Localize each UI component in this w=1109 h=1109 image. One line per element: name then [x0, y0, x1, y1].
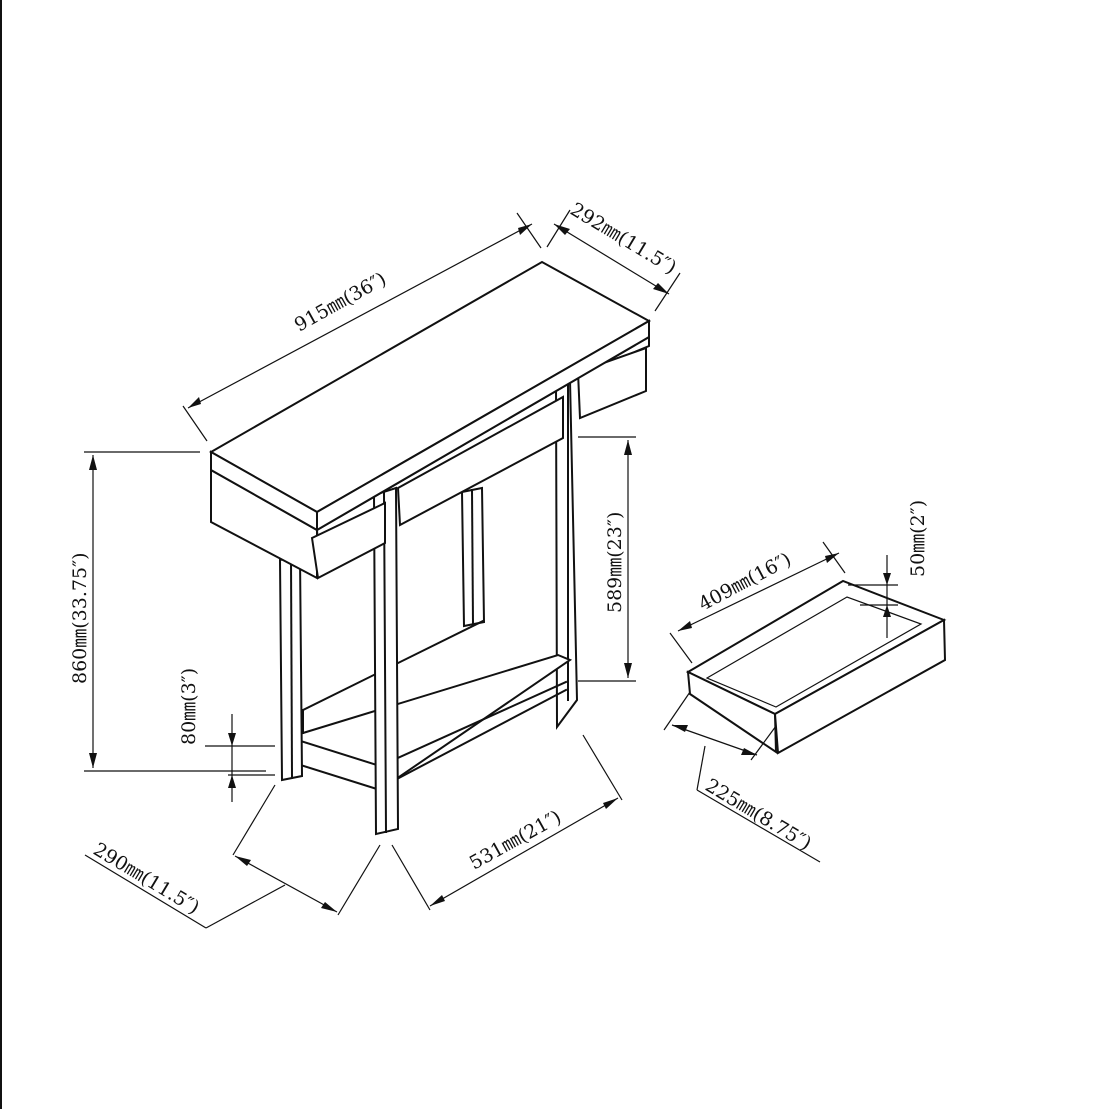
dim-inner-width-label: 531㎜(21″) [466, 806, 565, 874]
drawer [685, 579, 947, 755]
dim-shelf-height-label: 589㎜(23″) [604, 512, 626, 613]
dim-drawer-depth-label: 225㎜(8.75″) [701, 774, 815, 854]
front-right-leg [372, 486, 400, 836]
drawer-front [773, 618, 947, 755]
drawer-center-front [396, 395, 564, 527]
table-top-edge-front [316, 319, 650, 532]
dim-base-depth-label: 290㎜(11.5″) [89, 838, 203, 918]
bottom-shelf [290, 653, 573, 792]
drawer-left-front [310, 501, 386, 580]
dim-height-label: 860㎜(33.75″) [69, 552, 91, 684]
dim-drawer-height-label: 50㎜(2″) [907, 500, 929, 577]
drawer-side [686, 670, 778, 754]
dimension-lines [84, 209, 898, 929]
dim-clearance-label: 80㎜(3″) [178, 668, 200, 745]
drawer-right-front [576, 346, 647, 420]
console-table [208, 260, 652, 836]
